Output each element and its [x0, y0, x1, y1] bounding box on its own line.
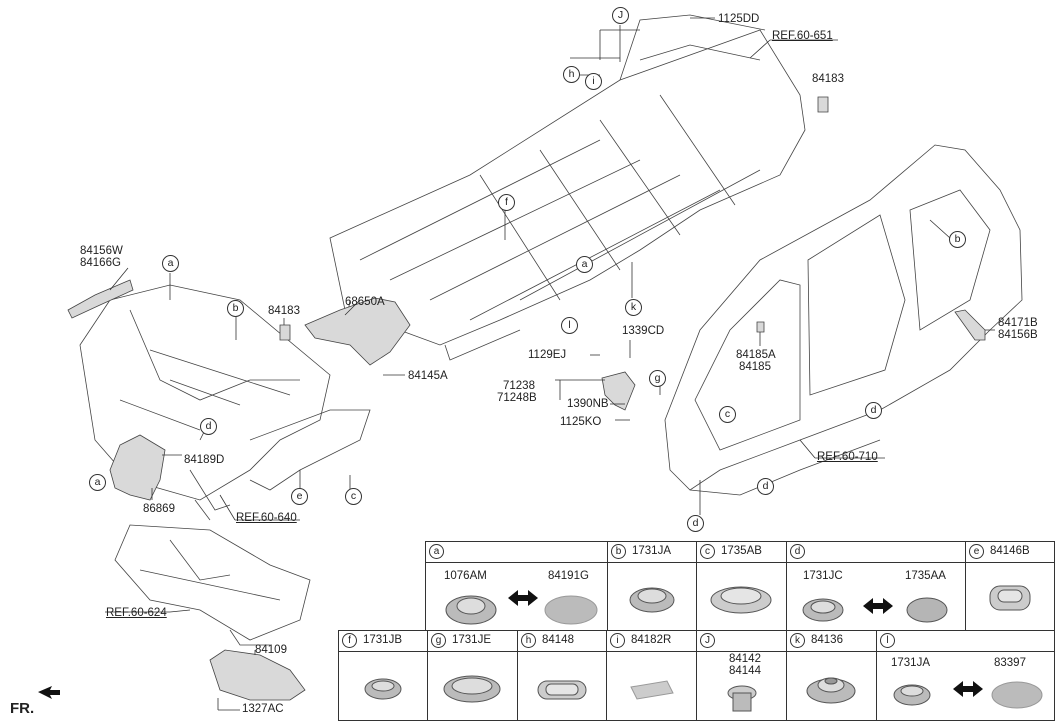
bracket-84189d	[109, 434, 166, 501]
label-1327ac: 1327AC	[242, 703, 284, 715]
tape-84185	[756, 321, 765, 333]
circle-a-front[interactable]: a	[162, 255, 179, 272]
circle-a-floor[interactable]: a	[576, 256, 593, 273]
legend-cell-d: d 1731JC 1735AA	[786, 541, 966, 631]
label-84156b: 84156B	[998, 329, 1038, 341]
circle-a-lower[interactable]: a	[89, 474, 106, 491]
label-84189d: 84189D	[184, 454, 225, 466]
side-body-outline	[664, 144, 1023, 491]
label-ref-60-710[interactable]: REF.60-710	[817, 451, 878, 463]
circle-b-front[interactable]: b	[227, 300, 244, 317]
legend-a-left: 1076AM	[444, 570, 487, 582]
circle-f-floor[interactable]: f	[498, 194, 515, 211]
label-84156w: 84156W	[80, 245, 123, 257]
swap-arrow-icon-a	[508, 590, 538, 606]
circle-c-front[interactable]: c	[345, 488, 362, 505]
legend-j-bottom: 84144	[729, 665, 761, 677]
legend-d-left: 1731JC	[803, 570, 843, 582]
swap-arrow-icon-l	[953, 681, 983, 697]
label-84166g: 84166G	[80, 257, 121, 269]
subframe-outline	[114, 524, 311, 641]
legend-j-top: 84142	[729, 653, 761, 665]
label-71248b: 71248B	[497, 392, 537, 404]
pad-84171b	[954, 309, 986, 341]
circle-b-side[interactable]: b	[949, 231, 966, 248]
label-84171b: 84171B	[998, 317, 1038, 329]
circle-c-side[interactable]: c	[719, 406, 736, 423]
legend-a-right: 84191G	[548, 570, 589, 582]
circle-d-sill[interactable]: d	[757, 478, 774, 495]
legend-d-right: 1735AA	[905, 570, 946, 582]
label-1125dd: 1125DD	[718, 13, 760, 25]
legend-key-a: a	[429, 544, 444, 559]
label-1129ej: 1129EJ	[528, 349, 567, 361]
heat-shield-68650a	[304, 297, 411, 366]
circle-d-bottom[interactable]: d	[687, 515, 704, 532]
circle-e[interactable]: e	[291, 488, 308, 505]
circle-j[interactable]: J	[612, 7, 629, 24]
legend-cell-j: J 84142 84144	[696, 630, 787, 721]
legend-l-left: 1731JA	[891, 657, 931, 669]
tape-84183-left	[279, 324, 291, 341]
bracket-71238	[601, 371, 636, 411]
label-68650a: 68650A	[345, 296, 385, 308]
label-84183-right: 84183	[812, 73, 844, 85]
circle-h[interactable]: h	[563, 66, 580, 83]
label-1390nb: 1390NB	[567, 398, 609, 410]
label-ref-60-651[interactable]: REF.60-651	[772, 30, 833, 42]
legend-cell-l: l 1731JA 83397	[876, 630, 1055, 721]
circle-k[interactable]: k	[625, 299, 642, 316]
fr-label: FR.	[10, 700, 35, 717]
fr-arrow-icon	[38, 686, 60, 699]
swap-arrow-icon-d	[863, 598, 893, 614]
label-84145a: 84145A	[408, 370, 448, 382]
circle-d-front[interactable]: d	[200, 418, 217, 435]
circle-d-side[interactable]: d	[865, 402, 882, 419]
label-84185: 84185	[739, 361, 771, 373]
tape-84183-right	[817, 96, 829, 113]
label-84183-left: 84183	[268, 305, 300, 317]
label-84109: 84109	[255, 644, 287, 656]
legend-cell-a: a 1076AM 84191G	[425, 541, 608, 631]
circle-i[interactable]: i	[585, 73, 602, 90]
label-ref-60-640[interactable]: REF.60-640	[236, 512, 297, 524]
pad-84156w	[67, 279, 134, 319]
legend-l-right: 83397	[994, 657, 1026, 669]
circle-l[interactable]: l	[561, 317, 578, 334]
label-86869: 86869	[143, 503, 175, 515]
label-1339cd: 1339CD	[622, 325, 665, 337]
label-84185a: 84185A	[736, 349, 776, 361]
circle-g[interactable]: g	[649, 370, 666, 387]
label-1125ko: 1125KO	[560, 416, 602, 428]
label-ref-60-624[interactable]: REF.60-624	[106, 607, 167, 619]
label-71238: 71238	[503, 380, 535, 392]
floor-pan-outline	[329, 29, 806, 346]
under-cover-84109	[209, 649, 306, 701]
